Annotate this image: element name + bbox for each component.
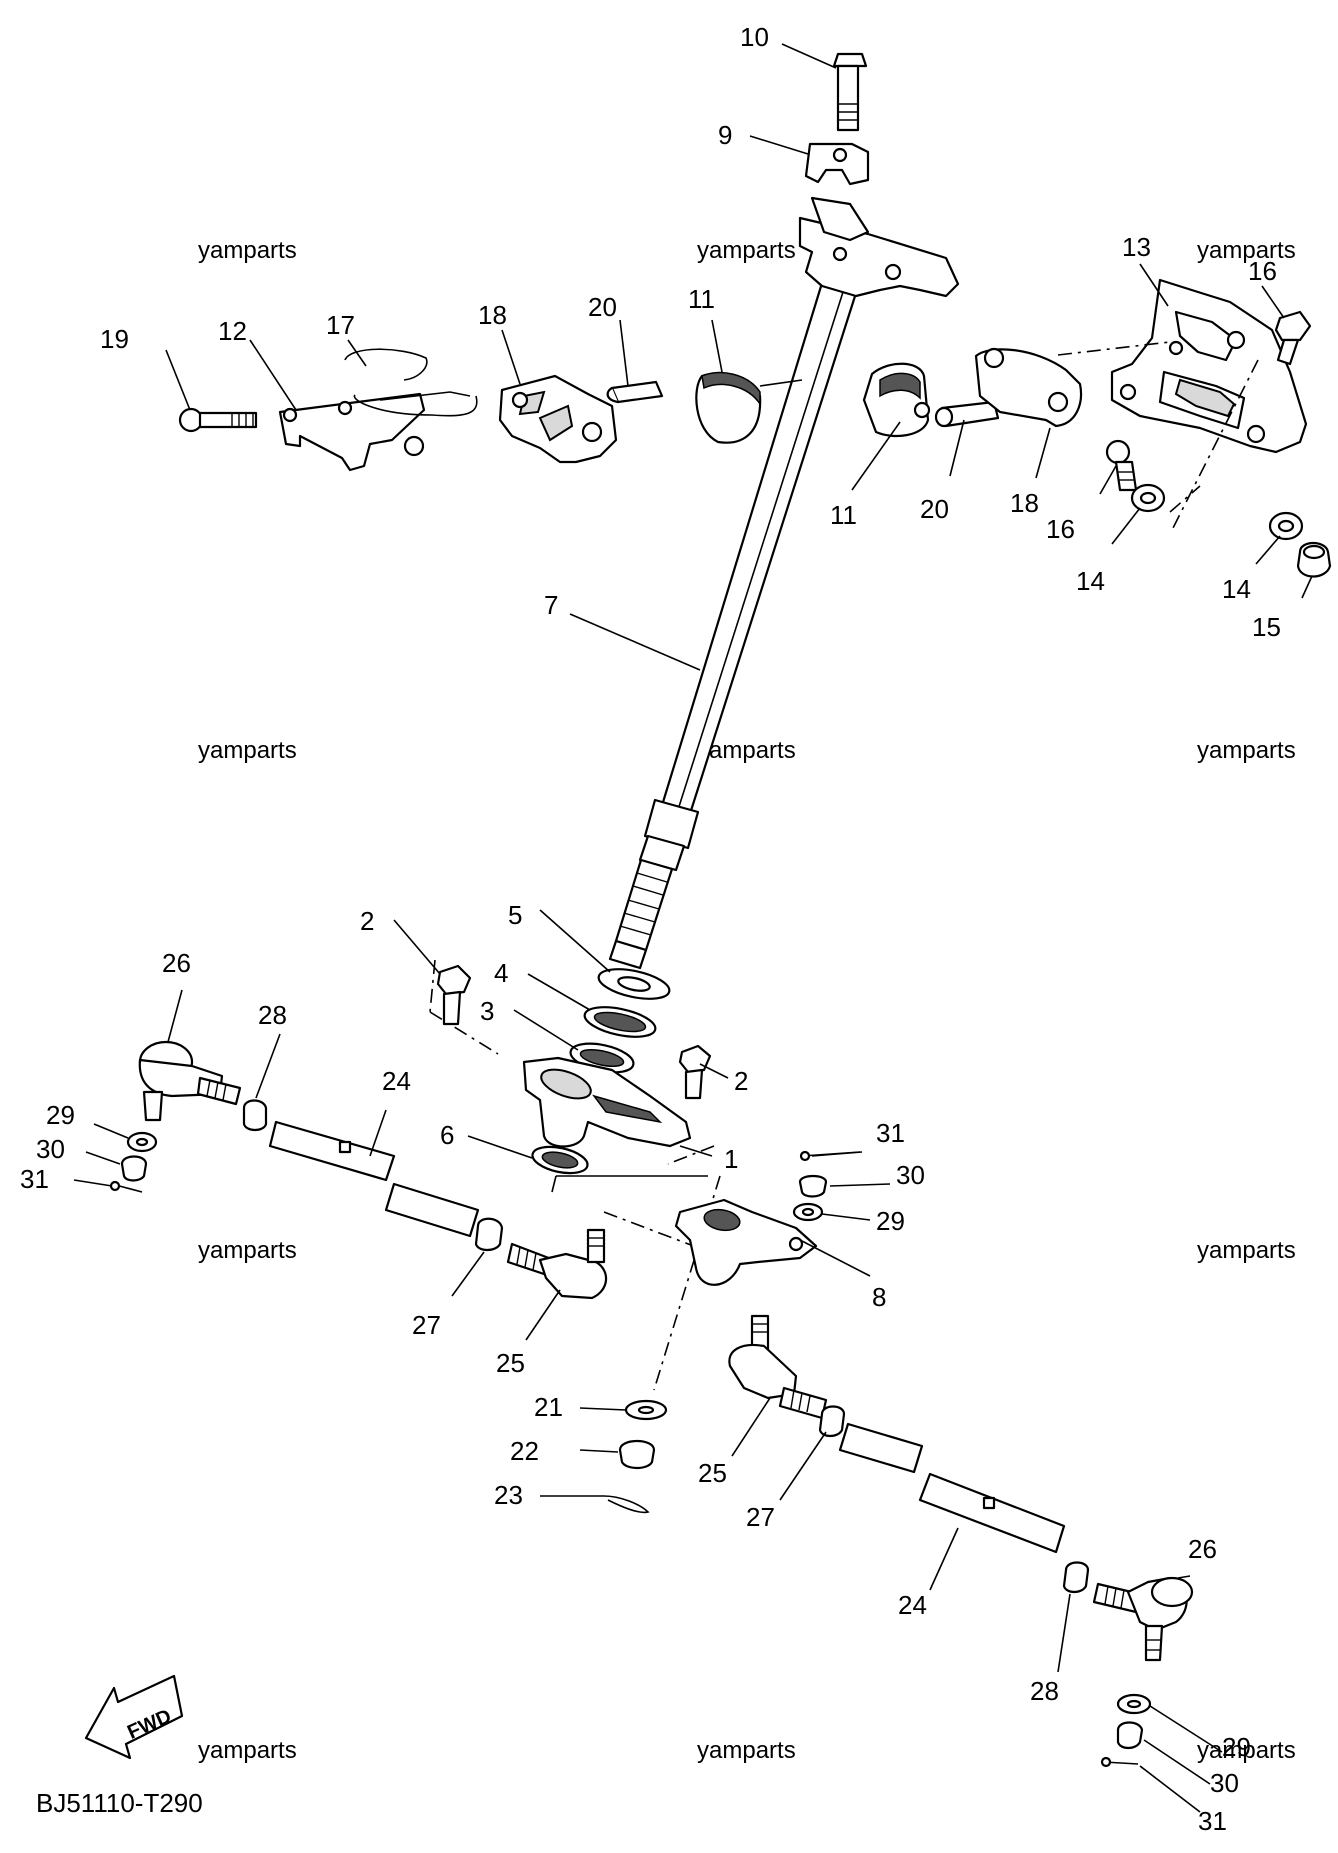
watermark: yamparts [198,237,297,264]
watermark: yamparts [198,737,297,764]
callout-6: 6 [440,1120,454,1150]
right-bracket-assembly [862,278,1332,578]
callout-18: 18 [1010,488,1039,518]
watermark: yamparts [697,1737,796,1764]
watermark: yamparts [198,1737,297,1764]
watermark: yamparts [1197,1237,1296,1264]
watermark: yamparts [198,1237,297,1264]
center-right-fasteners [792,1150,861,1222]
callout-31: 31 [20,1164,49,1194]
callout-17: 17 [326,310,355,340]
callout-28: 28 [1030,1676,1059,1706]
left-bracket-assembly [178,348,803,472]
callout-31: 31 [876,1118,905,1148]
diagram-code: BJ51110-T290 [36,1788,203,1818]
steering-arm-assembly [436,964,818,1286]
callout-15: 15 [1252,612,1281,642]
callout-5: 5 [508,900,522,930]
clamp-bolt [832,52,868,132]
callout-27: 27 [412,1310,441,1340]
callout-8: 8 [872,1282,886,1312]
callout-19: 19 [100,324,129,354]
callout-3: 3 [480,996,494,1026]
callout-29: 29 [1222,1732,1251,1762]
callout-23: 23 [494,1480,523,1510]
callout-27: 27 [746,1502,775,1532]
callout-labels: 10 9 13 16 19 12 17 18 20 11 11 20 18 16… [20,22,1281,1836]
callout-18: 18 [478,300,507,330]
callout-7: 7 [544,590,558,620]
callout-4: 4 [494,958,508,988]
callout-1: 1 [724,1144,738,1174]
callout-14: 14 [1076,566,1105,596]
watermark: yamparts [697,237,796,264]
steering-column [608,196,960,970]
callout-9: 9 [718,120,732,150]
callout-25: 25 [496,1348,525,1378]
callout-26: 26 [1188,1534,1217,1564]
callout-29: 29 [46,1100,75,1130]
callout-29: 29 [876,1206,905,1236]
callout-2: 2 [734,1066,748,1096]
callout-13: 13 [1122,232,1151,262]
callout-26: 26 [162,948,191,978]
fwd-arrow-icon: FWD [84,1674,184,1760]
callout-20: 20 [588,292,617,322]
callout-20: 20 [920,494,949,524]
leader-lines [73,43,1313,1813]
callout-31: 31 [1198,1806,1227,1836]
callout-30: 30 [896,1160,925,1190]
callout-10: 10 [740,22,769,52]
callout-16: 16 [1248,256,1277,286]
watermark: yamparts [1197,237,1296,264]
callout-24: 24 [382,1066,411,1096]
callout-28: 28 [258,1000,287,1030]
callout-22: 22 [510,1436,539,1466]
callout-11: 11 [688,284,715,314]
callout-2: 2 [360,906,374,936]
callout-30: 30 [36,1134,65,1164]
callout-11: 11 [830,500,857,530]
callout-12: 12 [218,316,247,346]
callout-24: 24 [898,1590,927,1620]
callout-14: 14 [1222,574,1251,604]
callout-21: 21 [534,1392,563,1422]
watermark: yamparts [1197,737,1296,764]
callout-16: 16 [1046,514,1075,544]
watermark: yamparts [1197,1737,1296,1764]
callout-30: 30 [1210,1768,1239,1798]
right-tie-rod [728,1314,1194,1768]
left-tie-rod [109,1040,608,1300]
center-lower-fasteners [603,1399,668,1514]
handlebar-clamp [804,142,870,186]
callout-25: 25 [698,1458,727,1488]
